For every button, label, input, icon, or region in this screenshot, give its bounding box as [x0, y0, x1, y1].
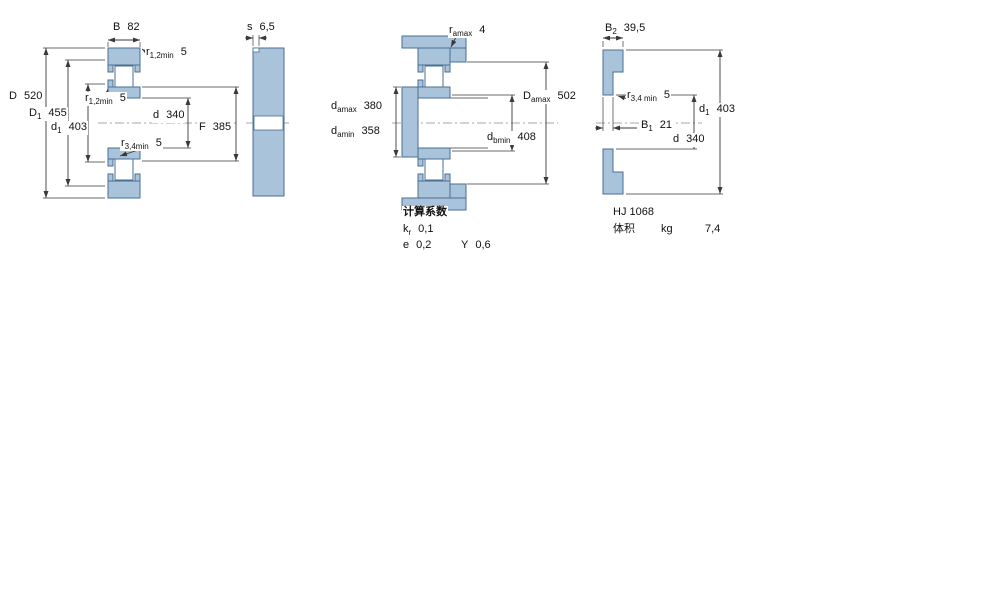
dim-symbol: d [51, 121, 58, 133]
dim-symbol: B [641, 119, 649, 131]
dim-label-damin: damin 358 [330, 125, 381, 140]
dim-value: 385 [212, 121, 232, 133]
weight-label: 体积 [612, 223, 636, 235]
dim-symbol: k [403, 223, 409, 235]
bearing-cross-section-figure [43, 37, 239, 199]
dim-symbol: B [605, 22, 613, 34]
dim-symbol: D [9, 90, 17, 102]
dim-subscript: amax [530, 95, 551, 105]
dim-label-D1: D1 455 [28, 107, 68, 122]
dim-value: 380 [363, 100, 383, 112]
dim-value: 408 [517, 131, 536, 143]
ring-designation: HJ 1068 [612, 206, 655, 218]
calc-e: e 0,2 [402, 239, 433, 254]
dim-label-ramax: ramax 4 [448, 24, 487, 39]
dim-symbol: D [523, 90, 531, 102]
dim-value: 39,5 [623, 22, 646, 34]
dim-subscript: r [408, 228, 412, 238]
dim-subscript: amin [337, 130, 355, 140]
dim-subscript: bmin [493, 136, 511, 146]
dim-value: 520 [23, 90, 43, 102]
dim-label-dbmin: dbmin 408 [486, 131, 537, 146]
dim-label-r34min-hj: r3,4 min 5 [626, 89, 672, 104]
dim-symbol: B [113, 21, 121, 33]
dim-value: 358 [361, 125, 380, 137]
dim-subscript: amax [452, 29, 473, 39]
dim-subscript: amax [337, 105, 357, 115]
dim-label-d1-hj: d1 403 [698, 103, 736, 118]
dim-symbol: d [673, 133, 680, 145]
dim-value: 82 [127, 21, 140, 33]
dim-symbol: Y [461, 239, 469, 251]
dim-value: 5 [119, 92, 126, 104]
dim-subscript: 2 [612, 27, 617, 37]
dim-subscript: 3,4min [124, 142, 149, 152]
dim-label-B: B 82 [112, 21, 141, 36]
dim-subscript: 1 [648, 124, 653, 134]
dim-symbol: r [85, 92, 89, 104]
dim-subscript: 1 [57, 126, 62, 136]
dim-subscript: 1,2min [149, 51, 174, 61]
dim-label-B2: B2 39,5 [604, 22, 647, 37]
dim-value: 340 [166, 109, 185, 121]
dim-subscript: 3,4 min [630, 94, 657, 104]
dim-value: 6,5 [259, 21, 275, 33]
dim-symbol: d [331, 100, 338, 112]
dim-label-s: s 6,5 [246, 21, 276, 36]
dim-symbol: r [146, 46, 150, 58]
dim-value: 0,1 [418, 223, 434, 235]
ring-side-view-figure [245, 32, 292, 197]
dim-label-damax: damax 380 [330, 100, 384, 115]
weight-value: 7,4 [704, 223, 722, 235]
dim-label-Damax: Damax 502 [522, 90, 577, 105]
dim-symbol: s [247, 21, 253, 33]
dim-symbol: D [29, 107, 37, 119]
dim-symbol: d [487, 131, 494, 143]
weight-unit: kg [660, 223, 674, 235]
dim-label-r34min: r3,4min 5 [120, 137, 163, 152]
dim-value: 5 [663, 89, 671, 101]
dim-value: 403 [68, 121, 87, 133]
dim-value: 0,6 [475, 239, 491, 251]
dim-label-d1: d1 403 [50, 121, 88, 136]
calc-Y: Y 0,6 [460, 239, 492, 254]
dim-value: 502 [557, 90, 576, 102]
dim-label-B1: B1 21 [640, 119, 674, 134]
dim-symbol: F [199, 121, 206, 133]
calc-kr: kr 0,1 [402, 223, 435, 238]
dim-symbol: e [403, 239, 410, 251]
dim-value: 5 [155, 137, 162, 149]
dim-symbol: r [449, 24, 453, 36]
dim-symbol: d [331, 125, 338, 137]
dim-subscript: 1 [705, 108, 710, 118]
dim-value: 4 [479, 24, 486, 36]
calc-factors-title: 计算系数 [402, 206, 448, 218]
dim-label-F: F 385 [198, 121, 233, 136]
dim-value: 340 [686, 133, 705, 145]
dim-value: 403 [716, 103, 735, 115]
mounting-dimensions-figure [392, 35, 558, 211]
dim-value: 455 [48, 107, 67, 119]
dim-symbol: r [121, 137, 125, 149]
dim-label-r12min-top: r1,2min 5 [145, 46, 188, 61]
dim-label-r12min-mid: r1,2min 5 [84, 92, 127, 107]
dim-symbol: d [699, 103, 706, 115]
dim-label-d-hj: d 340 [672, 133, 706, 148]
dim-label-D: D 520 [8, 90, 44, 105]
dim-symbol: d [153, 109, 160, 121]
dim-label-d: d 340 [152, 109, 186, 124]
dim-value: 5 [180, 46, 187, 58]
dim-value: 21 [659, 119, 673, 131]
dim-subscript: 1 [36, 112, 42, 122]
dim-subscript: 1,2min [88, 97, 113, 107]
dim-symbol: r [627, 89, 631, 101]
dim-value: 0,2 [416, 239, 432, 251]
